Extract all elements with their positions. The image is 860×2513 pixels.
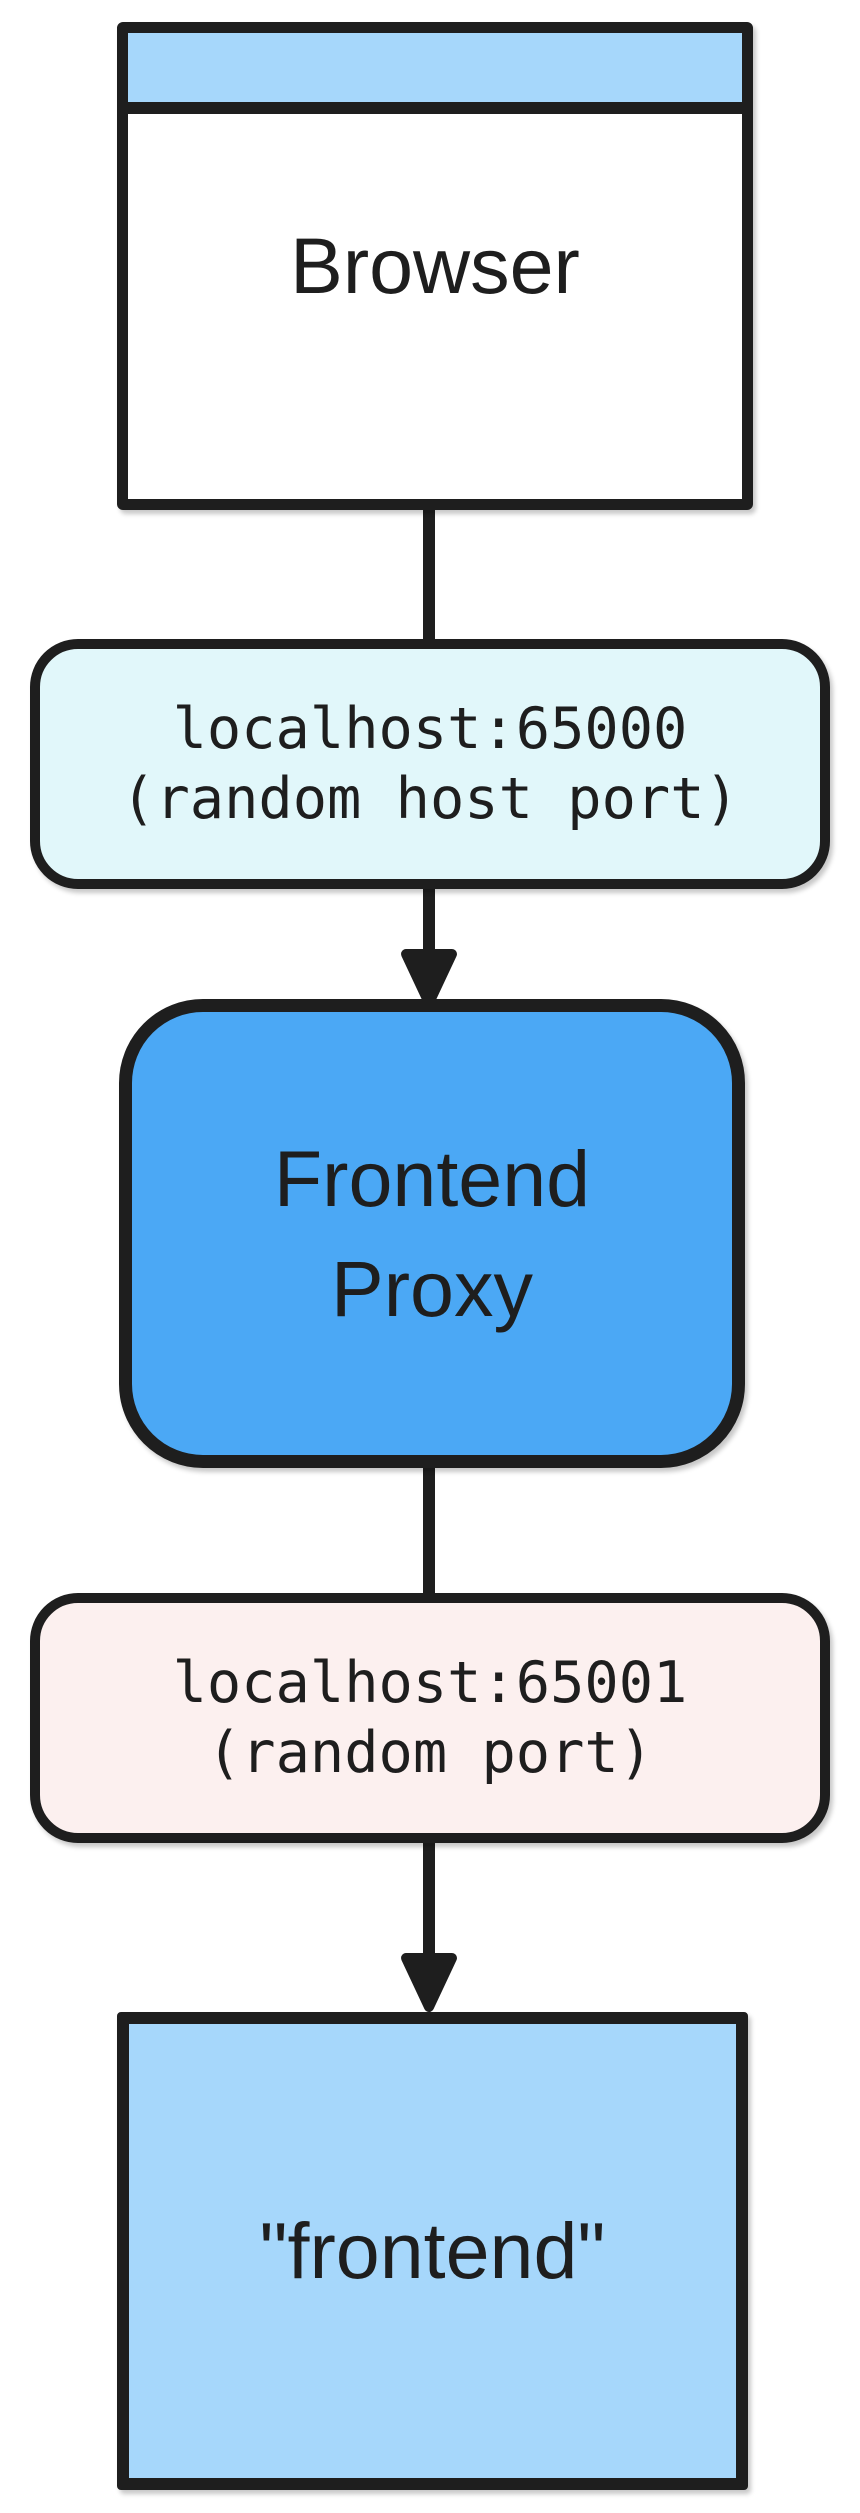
browser-titlebar [128,33,742,114]
edge-label-proxy-port-line1: localhost:65001 [172,1650,688,1716]
edge-label-host-port-line2: (random host port) [121,766,739,832]
browser-node: Browser [117,22,753,510]
edge-label-proxy-port: localhost:65001 (random port) [30,1593,830,1843]
browser-node-label: Browser [290,221,580,311]
frontend-proxy-node: Frontend Proxy [119,999,745,1468]
arrowhead-down-icon [401,949,457,1008]
frontend-node: "frontend" [117,2012,748,2490]
arrowhead-down-icon [401,1953,457,2012]
edge-label-host-port: localhost:65000 (random host port) [30,639,830,889]
edge-label-proxy-port-line2: (random port) [206,1720,654,1786]
frontend-proxy-label: Frontend Proxy [273,1134,591,1333]
frontend-node-label: "frontend" [259,2206,606,2296]
edge-label-host-port-line1: localhost:65000 [172,696,688,762]
